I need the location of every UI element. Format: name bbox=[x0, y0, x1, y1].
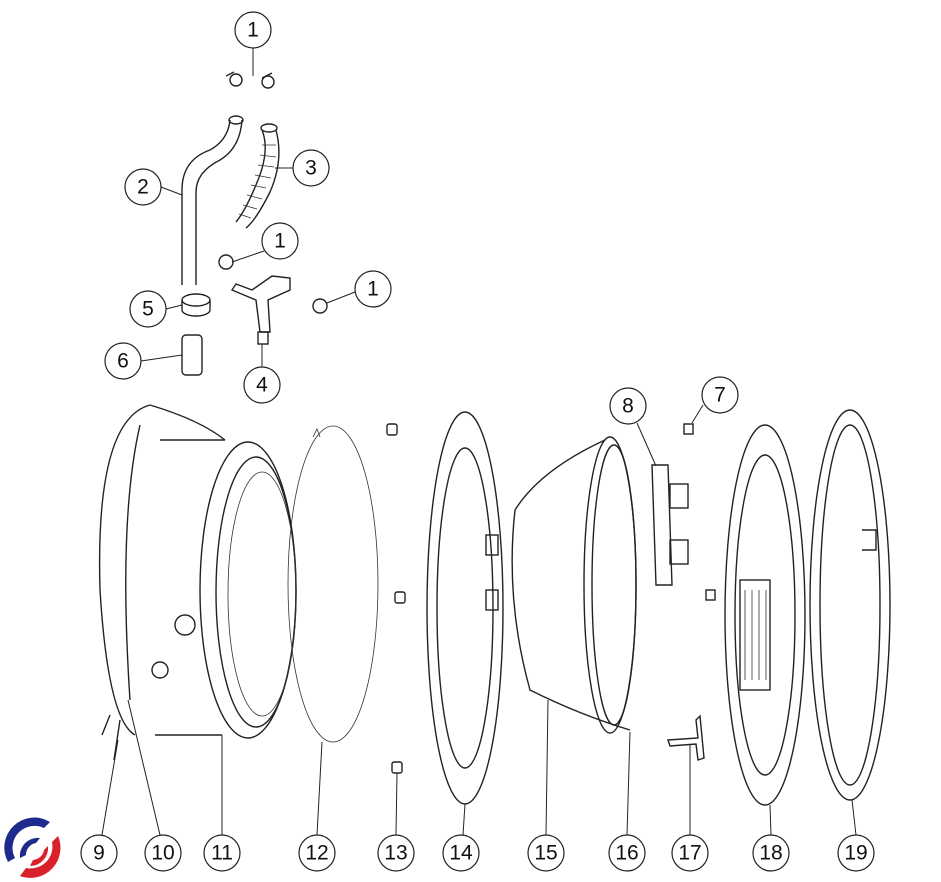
callout-13: 13 bbox=[377, 834, 415, 872]
svg-text:4: 4 bbox=[256, 374, 268, 397]
svg-text:17: 17 bbox=[678, 842, 701, 865]
svg-text:19: 19 bbox=[844, 842, 867, 865]
leader-lines bbox=[101, 48, 857, 836]
straight-hose bbox=[181, 115, 244, 285]
callout-8: 8 bbox=[609, 387, 647, 425]
callout-14: 14 bbox=[442, 834, 480, 872]
svg-text:1: 1 bbox=[274, 230, 286, 253]
inner-door-frame bbox=[724, 424, 806, 806]
svg-text:12: 12 bbox=[305, 842, 328, 865]
callout-2: 2 bbox=[124, 168, 162, 206]
svg-text:3: 3 bbox=[305, 157, 317, 180]
door-hook bbox=[667, 714, 705, 761]
callout-18: 18 bbox=[752, 834, 790, 872]
door-glass-seal-wire bbox=[287, 425, 379, 743]
callout-10: 10 bbox=[144, 834, 182, 872]
svg-text:9: 9 bbox=[93, 842, 105, 865]
callout-17: 17 bbox=[671, 834, 709, 872]
callout-1-middle: 1 bbox=[261, 222, 299, 260]
svg-text:18: 18 bbox=[759, 842, 782, 865]
valve-connector bbox=[181, 334, 203, 376]
svg-text:13: 13 bbox=[384, 842, 407, 865]
hose-clamp-middle bbox=[218, 254, 234, 270]
callout-19: 19 bbox=[837, 834, 875, 872]
callout-16: 16 bbox=[608, 834, 646, 872]
callout-7: 7 bbox=[701, 376, 739, 414]
callout-12: 12 bbox=[298, 834, 336, 872]
callout-1-right: 1 bbox=[354, 270, 392, 308]
y-connector bbox=[230, 275, 291, 345]
door-glass-bowl bbox=[511, 436, 637, 734]
brand-logo bbox=[4, 817, 61, 878]
svg-text:11: 11 bbox=[211, 842, 233, 865]
callout-5: 5 bbox=[129, 290, 167, 328]
callout-6: 6 bbox=[104, 342, 142, 380]
hose-clamps-top bbox=[225, 71, 275, 89]
callout-4: 4 bbox=[243, 366, 281, 404]
callout-9: 9 bbox=[80, 834, 118, 872]
corrugated-hose bbox=[235, 123, 280, 229]
svg-text:5: 5 bbox=[142, 298, 154, 321]
svg-text:1: 1 bbox=[247, 19, 259, 42]
clamp-ring bbox=[181, 293, 211, 317]
callout-3: 3 bbox=[292, 149, 330, 187]
callout-1-top: 1 bbox=[234, 11, 272, 49]
callout-11: 11 bbox=[203, 834, 241, 872]
front-panel-bellows bbox=[98, 404, 297, 761]
small-pins bbox=[683, 423, 716, 601]
svg-text:10: 10 bbox=[151, 842, 174, 865]
svg-text:7: 7 bbox=[714, 384, 726, 407]
svg-text:6: 6 bbox=[117, 350, 129, 373]
hinge-bushings bbox=[386, 423, 406, 774]
door-trim-ring bbox=[809, 409, 891, 801]
svg-text:2: 2 bbox=[137, 176, 149, 199]
svg-text:15: 15 bbox=[534, 842, 557, 865]
svg-text:16: 16 bbox=[615, 842, 638, 865]
svg-text:8: 8 bbox=[622, 395, 634, 418]
svg-text:1: 1 bbox=[367, 278, 379, 301]
callout-15: 15 bbox=[527, 834, 565, 872]
outer-door-frame bbox=[426, 411, 504, 805]
hose-clamp-right bbox=[312, 298, 328, 314]
door-handle bbox=[651, 464, 689, 586]
svg-text:14: 14 bbox=[449, 842, 473, 865]
